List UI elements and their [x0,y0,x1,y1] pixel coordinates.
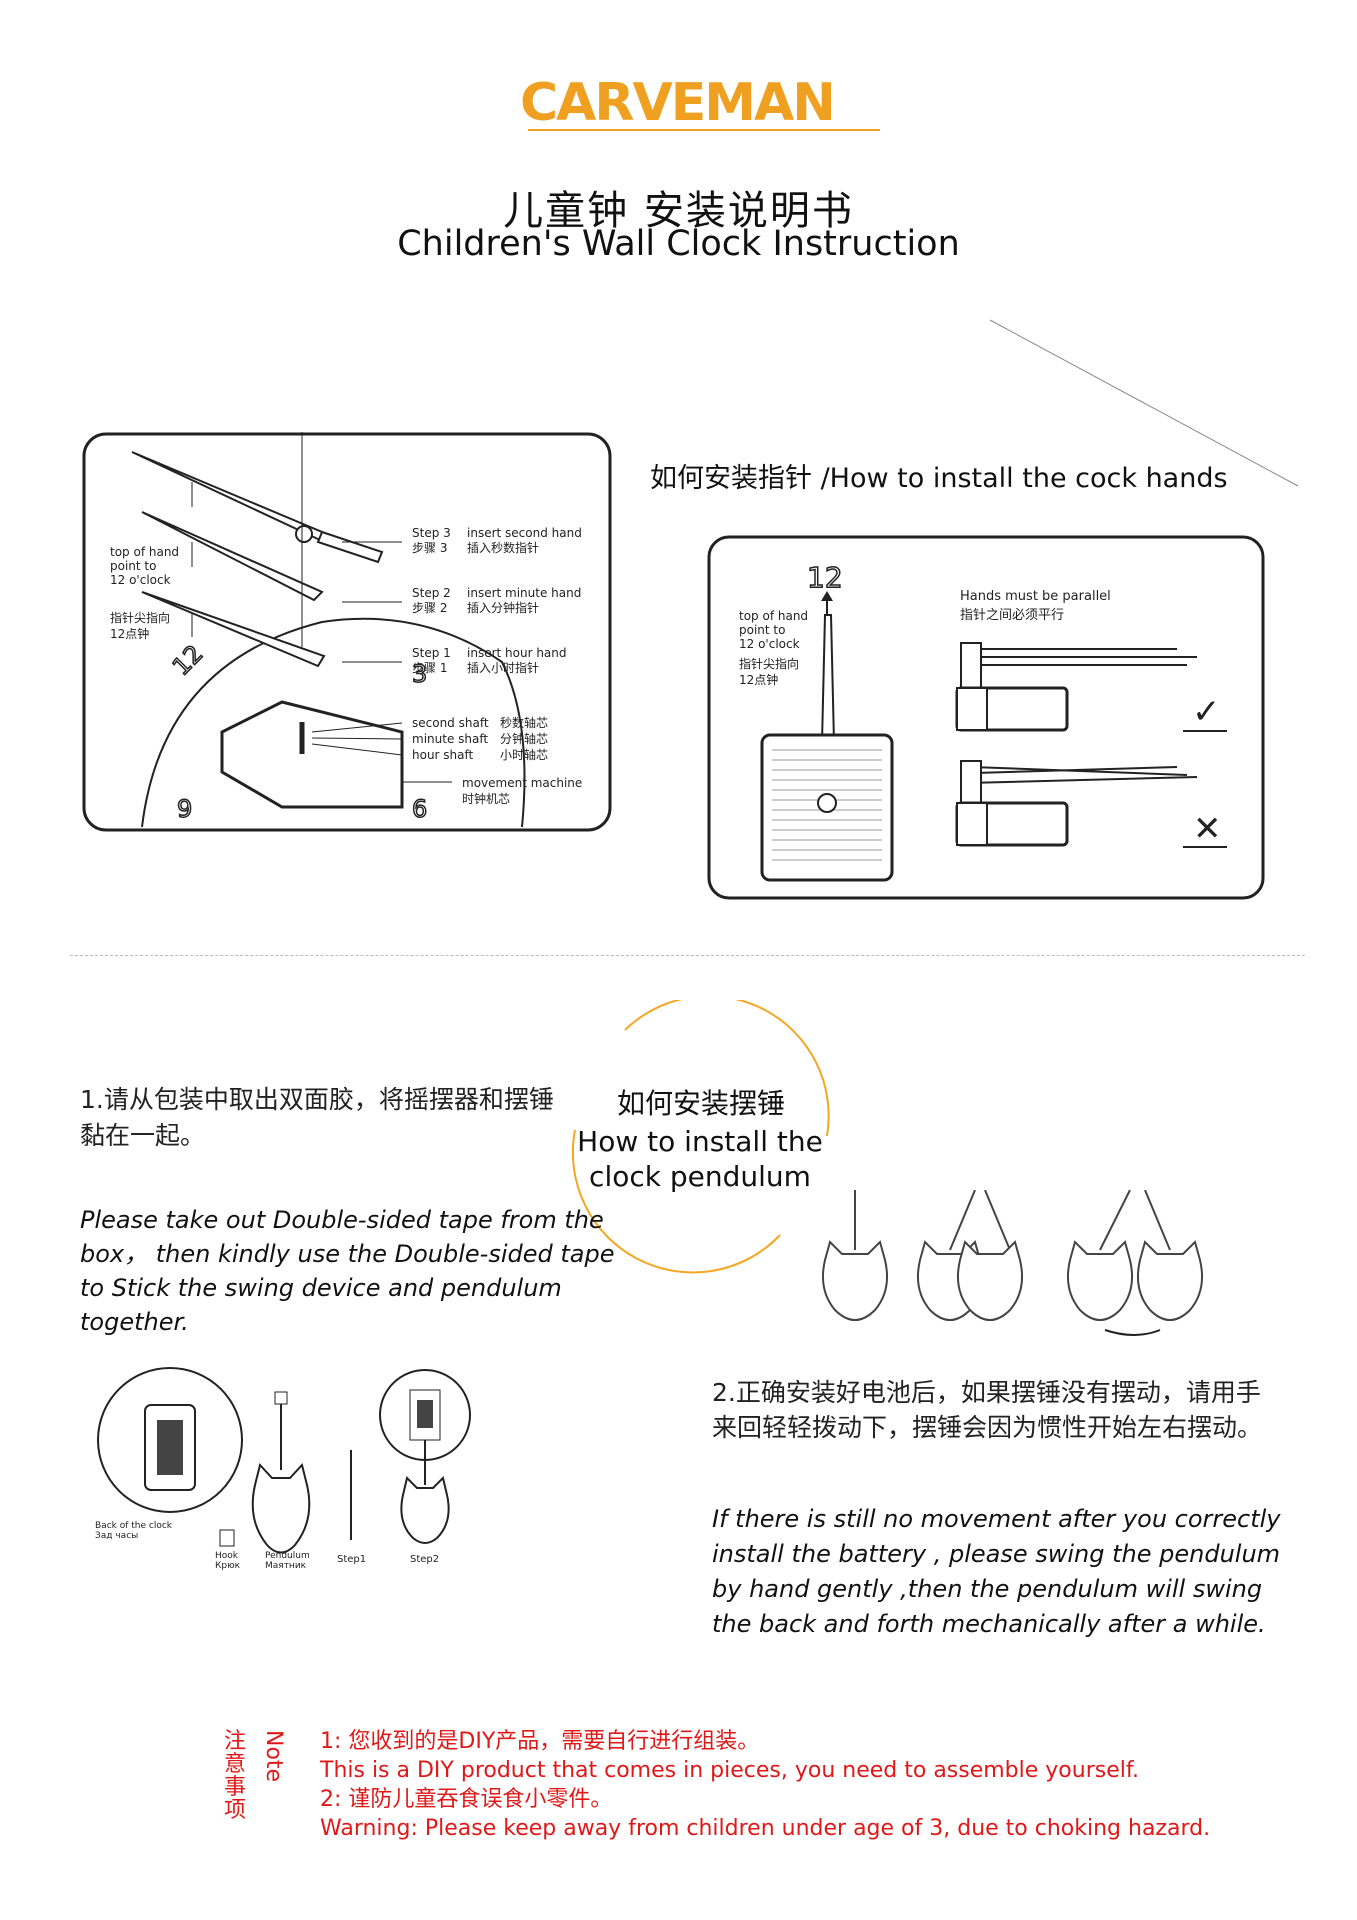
pendulum-title-en-2: clock pendulum [589,1160,811,1193]
title-arc [571,1000,830,1274]
step1-cn: 步骤 1 [412,661,447,675]
fig-back-label: Back of the clock [95,1521,173,1531]
parallel-en: Hands must be parallel [960,589,1111,604]
second-shaft: second shaft [412,716,489,730]
fig-step2-label: Step2 [410,1554,439,1565]
movement-machine-cn: 时钟机芯 [462,791,510,806]
step3: Step 3 [412,526,451,540]
parallel-cn: 指针之间必须平行 [960,608,1064,623]
fig-hook-label: Hook [215,1551,239,1561]
hands-install-diagram: top of hand point to 12 o'clock 指针尖指向 12… [82,432,612,832]
note-lines: 1: 您收到的是DIY产品，需要自行进行组装。 This is a DIY pr… [320,1727,1210,1843]
pendulum-steps-figure: Back of the clock Зад часы Hook Крюк Pen… [95,1367,471,1571]
step3-action-cn: 插入秒数指针 [467,540,539,555]
note-label-en: Note [261,1730,286,1783]
section-divider [70,955,1305,956]
pendulum-title-en-1: How to install the [577,1125,823,1158]
second-shaft-cn: 秒数轴芯 [500,715,548,730]
dial-3: 3 [412,660,427,688]
fig-pendulum-label-ru: Маятник [265,1561,307,1571]
diagonal-line [990,319,1299,487]
top-of-hand-cn-2: 12点钟 [110,626,149,641]
top-of-hand-1: top of hand [110,545,179,559]
twelve-mark: 12 [807,561,843,594]
step3-action: insert second hand [467,526,582,540]
note-line-1: 1: 您收到的是DIY产品，需要自行进行组装。 [320,1729,760,1754]
carveman-logo: CARVEMAN [520,74,880,133]
step2-en-text: If there is still no movement after you … [712,1505,1281,1638]
r-top-of-hand-cn-1: 指针尖指向 [739,656,799,671]
note-line-3: 2: 谨防儿童吞食误食小零件。 [320,1787,613,1812]
note-label-cn: 注意事项 [223,1729,246,1823]
hour-shaft: hour shaft [412,748,474,762]
logo-text: CARVEMAN [520,74,834,133]
page-title-cn: 儿童钟 安装说明书 [503,188,854,234]
step1-cn-text: 1.请从包装中取出双面胶，将摇摆器和摆锤黏在一起。 [80,1085,554,1150]
note-line-2: This is a DIY product that comes in piec… [320,1758,1140,1783]
pendulum-swing-illustration [822,1190,1203,1336]
top-of-hand-2: point to [110,559,156,573]
r-top-of-hand-3: 12 o'clock [739,637,800,651]
step3-cn: 步骤 3 [412,541,447,555]
minute-shaft-cn: 分钟轴芯 [500,731,548,746]
r-top-of-hand-1: top of hand [739,609,808,623]
note-line-4: Warning: Please keep away from children … [320,1816,1211,1841]
top-of-hand-cn-1: 指针尖指向 [110,610,170,625]
movement-machine: movement machine [462,776,582,790]
hour-shaft-cn: 小时轴芯 [500,747,548,762]
top-of-hand-3: 12 o'clock [110,573,171,587]
step1-action-cn: 插入小时指针 [467,660,539,675]
dial-6: 6 [412,795,427,823]
wrong-mark: ✕ [1193,809,1222,849]
step1: Step 1 [412,646,451,660]
fig-hook-label-ru: Крюк [215,1561,241,1571]
fig-step1-label: Step1 [337,1554,366,1565]
pendulum-title-en: How to install the clock pendulum [570,1124,830,1194]
fig-back-label-ru: Зад часы [95,1531,138,1541]
step2-cn: 步骤 2 [412,601,447,615]
hands-section-title: 如何安装指针 /How to install the cock hands [650,463,1228,494]
step1-en-text: Please take out Double-sided tape from t… [80,1206,615,1336]
step2: Step 2 [412,586,451,600]
step2-action-cn: 插入分钟指针 [467,600,539,615]
fig-pendulum-label: Pendulum [265,1551,310,1561]
dial-9: 9 [177,795,192,823]
logo-brand: CARVEMAN [520,74,834,133]
step2-cn-text: 2.正确安装好电池后，如果摆锤没有摆动，请用手来回轻轻拨动下，摆锤会因为惯性开始… [712,1378,1263,1442]
step1-action: insert hour hand [467,646,567,660]
page-title-en: Children's Wall Clock Instruction [397,224,960,264]
correct-mark: ✓ [1192,692,1221,732]
dial-12: 12 [167,640,208,681]
r-top-of-hand-cn-2: 12点钟 [739,672,778,687]
pendulum-title-cn: 如何安装摆锤 [616,1087,785,1120]
r-top-of-hand-2: point to [739,623,785,637]
minute-shaft: minute shaft [412,732,488,746]
step2-action: insert minute hand [467,586,581,600]
hands-parallel-diagram: 12 top of hand point to 12 o'clock 指针尖指向… [707,535,1265,900]
